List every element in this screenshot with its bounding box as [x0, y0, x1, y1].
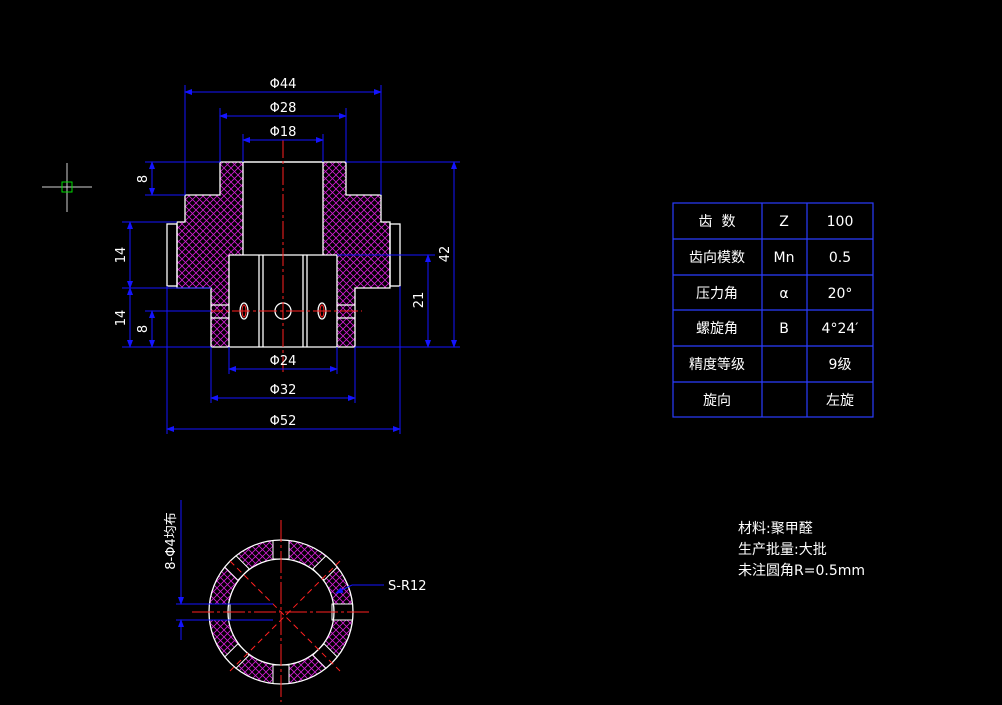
front-section-view: Φ44 Φ28 Φ18 Φ24 Φ32 Φ52 8 14 14 8 42 21 [114, 77, 460, 434]
param-name: 旋向 [703, 393, 731, 409]
param-value: 100 [827, 214, 854, 230]
param-value: 左旋 [826, 393, 854, 409]
dimension-lines [122, 85, 460, 434]
param-symbol: Z [779, 214, 789, 230]
dim-42: 42 [438, 246, 453, 263]
table-row: 齿 数 Z 100 [699, 214, 854, 230]
note-material: 材料:聚甲醛 [738, 521, 813, 537]
dim-phi28: Φ28 [270, 101, 297, 116]
table-row: 压力角 α 20° [696, 286, 852, 302]
dim-14-low: 14 [114, 310, 129, 327]
param-symbol: α [779, 286, 788, 302]
gear-parameter-table: 齿 数 Z 100 齿向模数 Mn 0.5 压力角 α 20° 螺旋角 B 4°… [672, 202, 874, 418]
param-value: 20° [828, 286, 853, 302]
param-name: 压力角 [696, 286, 738, 302]
dim-phi24: Φ24 [270, 354, 297, 369]
dim-phi44: Φ44 [270, 77, 297, 92]
center-lines [205, 140, 362, 372]
technical-notes: 材料:聚甲醛 生产批量:大批 未注圆角R=0.5mm [738, 521, 865, 579]
param-value: 9级 [829, 357, 852, 373]
dim-14-mid: 14 [114, 247, 129, 264]
dim-phi52: Φ52 [270, 414, 297, 429]
param-name: 螺旋角 [696, 321, 738, 337]
dim-phi32: Φ32 [270, 383, 297, 398]
param-name: 精度等级 [689, 356, 745, 373]
param-symbol: B [779, 321, 789, 337]
table-row: 精度等级 9级 [689, 356, 851, 373]
param-name: 齿 数 [699, 214, 736, 230]
param-value: 4°24′ [822, 321, 859, 337]
crosshair-cursor-icon [42, 163, 92, 212]
holes-label: 8-Φ4均布 [164, 512, 179, 569]
dim-8-top: 8 [136, 175, 151, 183]
dim-phi18: Φ18 [270, 125, 297, 140]
param-name: 齿向模数 [689, 250, 745, 266]
sphere-radius-label: S-R12 [388, 579, 427, 594]
param-symbol: Mn [774, 250, 795, 266]
table-row: 旋向 左旋 [703, 393, 854, 409]
dim-21: 21 [412, 292, 427, 309]
bottom-ring-view: 8-Φ4均布 S-R12 [164, 500, 427, 702]
dim-8-low: 8 [136, 325, 151, 333]
note-fillet: 未注圆角R=0.5mm [738, 563, 865, 579]
table-row: 螺旋角 B 4°24′ [696, 321, 858, 337]
table-row: 齿向模数 Mn 0.5 [689, 250, 851, 266]
note-batch: 生产批量:大批 [738, 542, 827, 558]
param-value: 0.5 [829, 250, 851, 266]
